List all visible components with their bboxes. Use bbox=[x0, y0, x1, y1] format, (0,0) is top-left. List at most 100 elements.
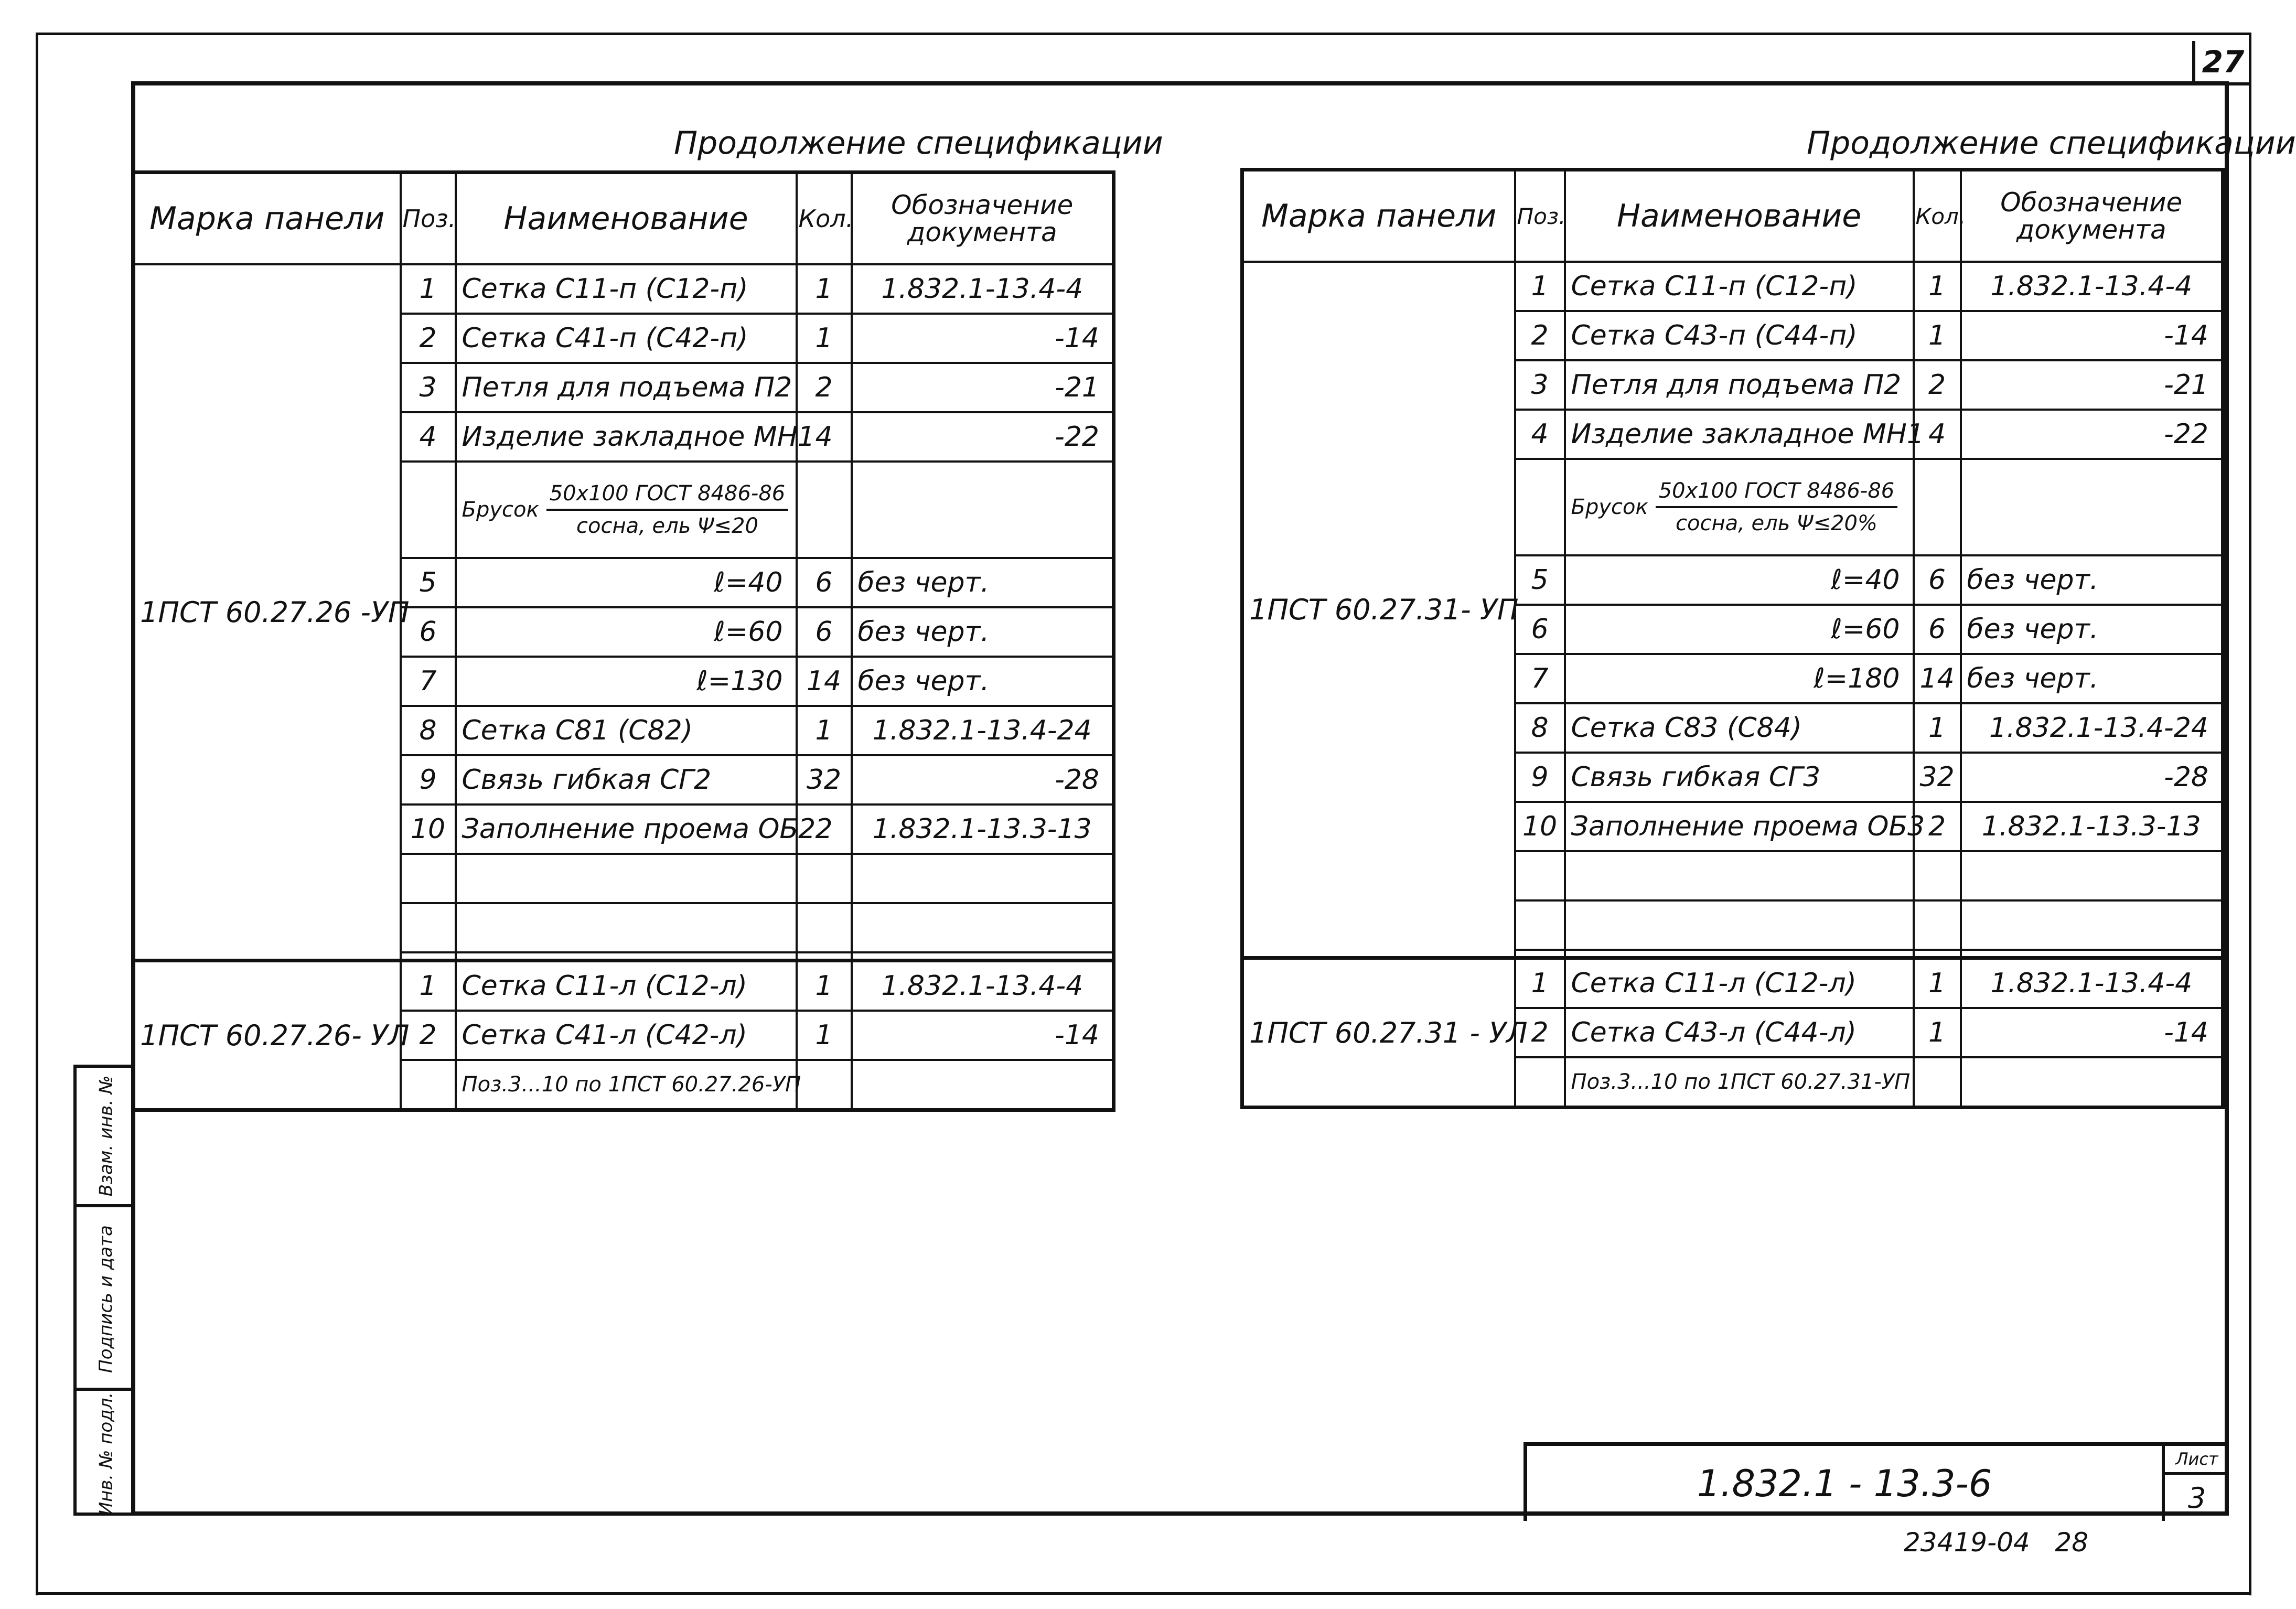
table-cell-doc-empty bbox=[1959, 458, 2224, 556]
table-cell-doc: без черт. bbox=[850, 557, 1115, 608]
table-cell-qty bbox=[795, 1059, 853, 1111]
table-cell-bar: Брусок 50х100 ГОСТ 8486-86 сосна, ель Ψ≤… bbox=[1563, 458, 1915, 556]
table-cell-qty: 4 bbox=[1912, 409, 1962, 460]
table-cell-pos: 2 bbox=[399, 1010, 457, 1061]
table-cell-name: ℓ=40 bbox=[1563, 554, 1915, 606]
right-header-pos: Поз. bbox=[1514, 168, 1566, 263]
left-spec-table: Марка панели Поз. Наименование Кол. Обоз… bbox=[131, 170, 1115, 1112]
table-cell-empty bbox=[399, 853, 457, 904]
bar-label: Брусок bbox=[462, 498, 539, 522]
table-row: Поз.3...10 по 1ПСТ 60.27.31-УП bbox=[1242, 1056, 2224, 1109]
table-row: 4 Изделие закладное МН1 4 -22 bbox=[1242, 409, 2224, 460]
table-cell-qty: 1 bbox=[795, 313, 853, 364]
table-row: 1ПСТ 60.27.26 -УП 1 Сетка С11-п (С12-п) … bbox=[132, 263, 1115, 962]
bar-fraction-top: 50х100 ГОСТ 8486-86 bbox=[546, 481, 789, 511]
table-cell-empty bbox=[1563, 899, 1915, 951]
table-cell-empty bbox=[1514, 850, 1566, 902]
table-row: 2 Сетка С41-л (С42-л) 1 -14 bbox=[133, 1010, 1115, 1061]
table-cell-qty: 6 bbox=[1912, 554, 1962, 606]
table-cell-pos: 2 bbox=[1514, 310, 1566, 361]
table-cell-name: ℓ=60 bbox=[454, 606, 798, 658]
table-cell-empty bbox=[454, 952, 798, 962]
table-cell-name: Заполнение проема ОБ2 bbox=[454, 803, 816, 855]
table-row-empty bbox=[1242, 850, 2224, 902]
table-row-empty bbox=[133, 902, 1115, 953]
table-cell-pos bbox=[399, 1059, 457, 1111]
left-panel-brand-2: 1ПСТ 60.27.26- УЛ bbox=[132, 959, 409, 1111]
table-row-empty bbox=[1242, 950, 2224, 959]
table-cell-name: Связь гибкая СГ2 bbox=[454, 754, 798, 806]
table-cell-pos: 1 bbox=[1514, 261, 1566, 312]
table-cell-name: Сетка С43-л (С44-л) bbox=[1563, 1007, 1915, 1058]
outer-frame-right bbox=[2249, 33, 2251, 1595]
left-header-name: Наименование bbox=[454, 171, 798, 265]
right-header-brand: Марка панели bbox=[1241, 168, 1516, 263]
outer-frame-left bbox=[36, 33, 38, 1595]
table-cell-doc: -21 bbox=[850, 362, 1115, 413]
table-cell-doc: -28 bbox=[850, 754, 1115, 806]
table-cell-qty: 32 bbox=[1912, 752, 1962, 803]
table-cell-name: Сетка С83 (С84) bbox=[1563, 702, 1915, 754]
table-row: 4 Изделие закладное МН1 4 -22 bbox=[133, 411, 1115, 463]
table-cell-empty bbox=[1514, 899, 1566, 951]
table-cell-empty bbox=[1959, 850, 2224, 902]
left-panel-brand-1: 1ПСТ 60.27.26 -УП bbox=[132, 263, 409, 962]
table-cell-name: Сетка С11-л (С12-л) bbox=[1563, 956, 1915, 1009]
sheet-label-cell: Лист bbox=[2165, 1446, 2229, 1475]
page-number: 27 bbox=[2202, 44, 2245, 80]
bar-label: Брусок bbox=[1571, 495, 1648, 519]
table-cell-doc: 1.832.1-13.4-4 bbox=[1959, 956, 2224, 1009]
sheet-cell: Лист 3 bbox=[2162, 1446, 2229, 1521]
table-cell-qty: 2 bbox=[795, 803, 853, 855]
table-cell-doc: без черт. bbox=[850, 606, 1115, 658]
table-cell-doc: без черт. bbox=[1959, 604, 2224, 655]
table-row: Поз.3...10 по 1ПСТ 60.27.26-УП bbox=[133, 1059, 1115, 1111]
table-row: 9 Связь гибкая СГ2 32 -28 bbox=[133, 754, 1115, 806]
table-cell-empty bbox=[1912, 850, 1962, 902]
table-cell-doc: 1.832.1-13.4-4 bbox=[850, 959, 1115, 1012]
left-header-pos: Поз. bbox=[399, 171, 457, 265]
table-cell-doc: 1.832.1-13.4-4 bbox=[850, 263, 1115, 315]
table-cell-pos: 2 bbox=[1514, 1007, 1566, 1058]
table-cell-name: Поз.3...10 по 1ПСТ 60.27.31-УП bbox=[1563, 1056, 1915, 1109]
table-cell-empty bbox=[850, 902, 1115, 953]
right-panel-brand-2: 1ПСТ 60.27.31 - УЛ bbox=[1241, 956, 1528, 1109]
table-cell-pos: 1 bbox=[399, 959, 457, 1012]
table-cell-qty-empty bbox=[795, 460, 853, 559]
table-row: 7 ℓ=130 14 без черт. bbox=[133, 656, 1115, 707]
table-cell-name: ℓ=60 bbox=[1563, 604, 1915, 655]
right-spec-table: Марка панели Поз. Наименование Кол. Обоз… bbox=[1240, 168, 2225, 1109]
table-row: 8 Сетка С83 (С84) 1 1.832.1-13.4-24 bbox=[1242, 702, 2224, 754]
right-header-name: Наименование bbox=[1563, 168, 1915, 263]
table-row: 10 Заполнение проема ОБ3 2 1.832.1-13.3-… bbox=[1242, 801, 2224, 852]
table-cell-qty: 14 bbox=[795, 656, 853, 707]
table-cell-name: ℓ=130 bbox=[454, 656, 798, 707]
table-cell-pos: 3 bbox=[1514, 359, 1566, 411]
side-stamp-cell-replacement: Взам. инв. № bbox=[77, 1068, 135, 1204]
table-cell-pos: 4 bbox=[1514, 409, 1566, 460]
table-cell-doc: без черт. bbox=[1959, 554, 2224, 606]
table-cell-pos: 5 bbox=[399, 557, 457, 608]
table-cell-doc: 1.832.1-13.4-24 bbox=[1959, 702, 2224, 754]
table-cell-pos: 6 bbox=[399, 606, 457, 658]
table-cell-qty: 1 bbox=[1912, 956, 1962, 1009]
table-cell-doc bbox=[850, 1059, 1115, 1111]
table-cell-doc bbox=[1959, 1056, 2224, 1109]
table-cell-doc: -14 bbox=[850, 1010, 1115, 1061]
page-number-box: 27 bbox=[2192, 41, 2251, 85]
table-cell-empty bbox=[399, 902, 457, 953]
table-cell-name: Заполнение проема ОБ3 bbox=[1563, 801, 1925, 852]
table-cell-name: Связь гибкая СГ3 bbox=[1563, 752, 1915, 803]
left-header-row: Марка панели Поз. Наименование Кол. Обоз… bbox=[132, 171, 1115, 265]
right-panel-brand-1: 1ПСТ 60.27.31- УП bbox=[1241, 261, 1518, 959]
right-header-designation: Обозначение документа bbox=[1959, 168, 2224, 263]
table-cell-empty bbox=[1563, 950, 1915, 959]
side-stamp: Взам. инв. № Подпись и дата Инв. № подл. bbox=[73, 1065, 135, 1516]
table-cell-empty bbox=[1912, 899, 1962, 951]
sheet-label: Лист bbox=[2175, 1449, 2218, 1469]
right-header-row: Марка панели Поз. Наименование Кол. Обоз… bbox=[1241, 168, 2224, 263]
table-cell-doc: -14 bbox=[1959, 1007, 2224, 1058]
table-row: 1ПСТ 60.27.31- УП 1 Сетка С11-п (С12-п) … bbox=[1241, 261, 2224, 959]
bar-fraction-bottom: сосна, ель Ψ≤20 bbox=[576, 514, 758, 538]
table-cell-pos: 5 bbox=[1514, 554, 1566, 606]
